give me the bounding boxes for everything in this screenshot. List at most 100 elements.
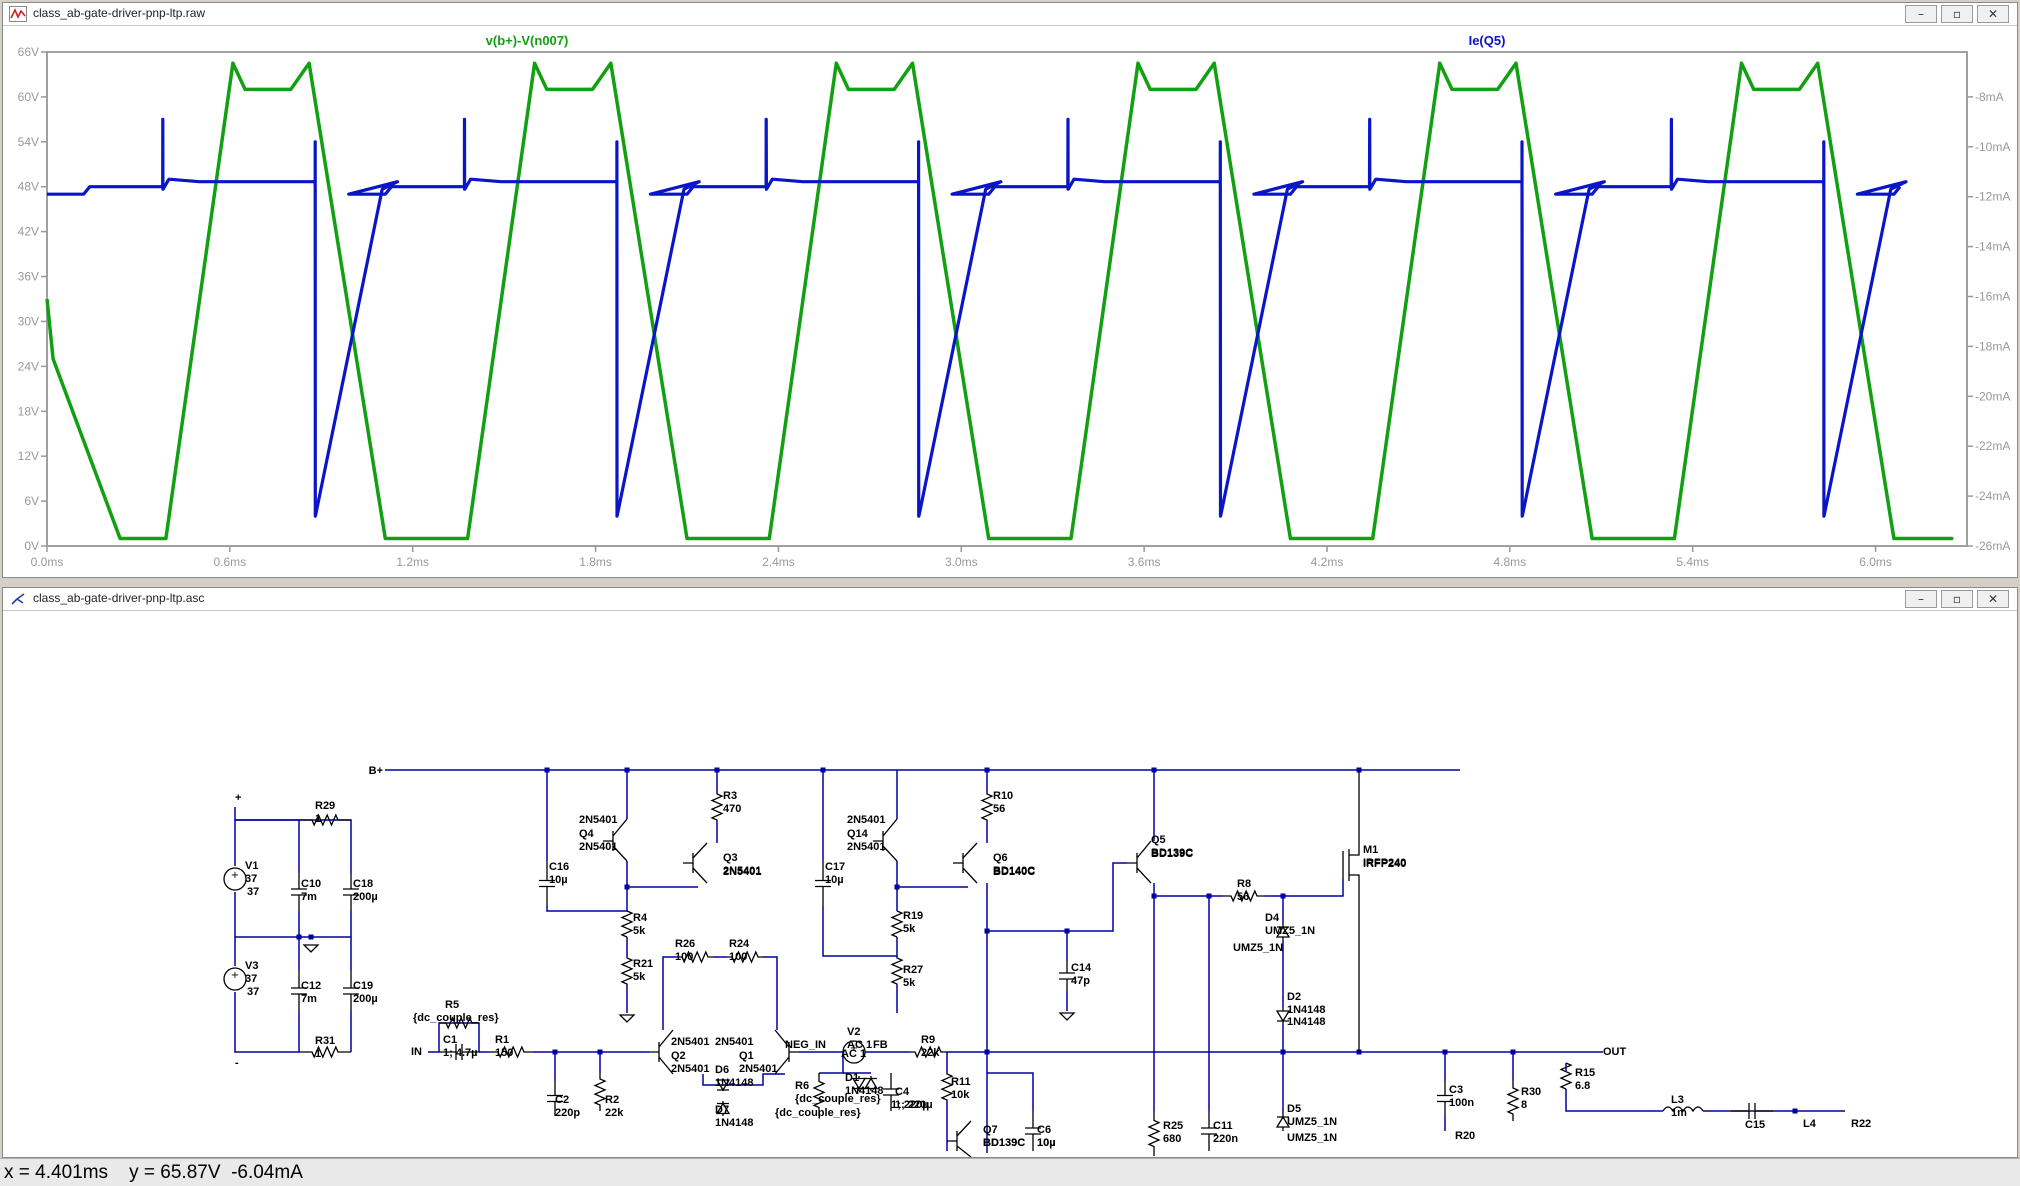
- schematic-close-button[interactable]: ✕: [1977, 590, 2009, 608]
- capacitor-symbol[interactable]: [343, 873, 359, 911]
- transistor-symbol[interactable]: [683, 842, 708, 884]
- resistor-symbol[interactable]: [489, 1045, 533, 1059]
- transistor-symbol[interactable]: [953, 842, 978, 884]
- resistor-symbol[interactable]: [299, 1045, 351, 1059]
- capacitor-symbol[interactable]: [439, 1044, 479, 1060]
- mosfet-symbol[interactable]: [1342, 770, 1360, 1052]
- ground-icon: [618, 1014, 636, 1023]
- value-c18: 200µ: [353, 891, 378, 903]
- cursor-readout: x = 4.401ms y = 65.87V -6.04mA: [4, 1162, 303, 1183]
- x-tick-label: 1.8ms: [579, 555, 612, 569]
- junction: [1442, 1049, 1448, 1055]
- value-c6: 10µ: [1037, 1137, 1056, 1149]
- value-q3-dup: 2N5401: [723, 866, 762, 878]
- value-d7: 1N4148: [715, 1117, 754, 1129]
- resistor-symbol[interactable]: [620, 910, 634, 938]
- capacitor-symbol[interactable]: [291, 873, 307, 911]
- x-tick-label: 4.2ms: [1311, 555, 1344, 569]
- resistor-symbol[interactable]: [1559, 1062, 1573, 1090]
- resistor-symbol[interactable]: [890, 957, 904, 985]
- value-c4: 1; 220µ: [895, 1099, 933, 1111]
- diode-symbol[interactable]: [1275, 1113, 1291, 1131]
- resistor-symbol[interactable]: [940, 1073, 954, 1101]
- capacitor-symbol[interactable]: [547, 1081, 563, 1116]
- transistor-symbol[interactable]: [1127, 840, 1152, 884]
- resistor-symbol[interactable]: [909, 1045, 947, 1059]
- value-r24: 100: [729, 951, 747, 963]
- right-tick-label: -16mA: [1975, 290, 2010, 304]
- capacitor-symbol[interactable]: [539, 861, 555, 906]
- transistor-symbol[interactable]: [603, 818, 628, 862]
- resistor-symbol[interactable]: [812, 1073, 826, 1116]
- diode-symbol[interactable]: [715, 1079, 731, 1092]
- diode-symbol[interactable]: [1275, 1007, 1291, 1025]
- diode-symbol[interactable]: [851, 1076, 867, 1091]
- resistor-symbol[interactable]: [593, 1073, 607, 1111]
- value-d4-dup: UMZ5_1N: [1233, 942, 1283, 954]
- resistor-symbol[interactable]: [677, 950, 713, 964]
- waveform-close-button[interactable]: ✕: [1977, 5, 2009, 23]
- voltage-source-symbol[interactable]: [223, 967, 247, 991]
- ref-q6: Q6: [993, 852, 1008, 864]
- capacitor-symbol[interactable]: [291, 971, 307, 1011]
- ref-q5: Q5: [1151, 834, 1166, 846]
- voltage-source-symbol[interactable]: [842, 1040, 866, 1064]
- plus-icon: +: [231, 870, 239, 881]
- resistor-symbol[interactable]: [980, 793, 994, 821]
- transistor-symbol[interactable]: [649, 1029, 674, 1075]
- capacitor-symbol[interactable]: [883, 1073, 899, 1111]
- capacitor-symbol[interactable]: [1731, 1103, 1773, 1119]
- capacitor-symbol[interactable]: [343, 971, 359, 1011]
- series-label-voltage[interactable]: v(b+)-V(n007): [486, 33, 569, 48]
- transistor-symbol[interactable]: [947, 1120, 972, 1157]
- resistor-symbol[interactable]: [710, 793, 724, 821]
- capacitor-symbol[interactable]: [1025, 1111, 1041, 1151]
- capacitor-symbol[interactable]: [1059, 961, 1075, 991]
- resistor-symbol[interactable]: [1147, 1111, 1161, 1156]
- ref-c19: C19: [353, 980, 373, 992]
- value-c4: 1; 220µ: [891, 1099, 929, 1111]
- resistor-symbol[interactable]: [620, 957, 634, 985]
- resistor-symbol[interactable]: [890, 910, 904, 938]
- transistor-symbol[interactable]: [873, 818, 898, 862]
- waveform-minimize-button[interactable]: –: [1905, 5, 1937, 23]
- waveform-window[interactable]: class_ab-gate-driver-pnp-ltp.raw – ▫ ✕ v…: [2, 2, 2018, 578]
- series-label-current[interactable]: Ie(Q5): [1469, 33, 1506, 48]
- transistor-symbol[interactable]: [774, 1029, 799, 1075]
- resistor-symbol[interactable]: [439, 1016, 479, 1030]
- junction: [984, 1049, 990, 1055]
- schematic-restore-button[interactable]: ▫: [1941, 590, 1973, 608]
- ref-d6: D6: [715, 1064, 729, 1076]
- resistor-symbol[interactable]: [299, 813, 351, 827]
- resistor-symbol[interactable]: [727, 950, 763, 964]
- inductor-symbol[interactable]: [1662, 1106, 1704, 1113]
- ref-r29: R29: [315, 800, 335, 812]
- waveform-plot[interactable]: v(b+)-V(n007) Ie(Q5) 0V6V12V18V24V30V36V…: [3, 26, 2017, 577]
- schematic-minimize-button[interactable]: –: [1905, 590, 1937, 608]
- ref-r25: R25: [1163, 1120, 1183, 1132]
- diode-symbol[interactable]: [1275, 923, 1291, 941]
- value-d2-dup: 1N4148: [1287, 1016, 1326, 1028]
- capacitor-symbol[interactable]: [1201, 1111, 1217, 1151]
- value-d1: 1N4148: [845, 1085, 884, 1097]
- voltage-source-symbol[interactable]: [223, 867, 247, 891]
- value-q14-dup: 2N5401: [847, 814, 886, 826]
- right-tick-label: -26mA: [1975, 539, 2010, 553]
- schematic-window[interactable]: class_ab-gate-driver-pnp-ltp.asc – ▫ ✕ +…: [2, 587, 2018, 1158]
- x-tick-label: 1.2ms: [396, 555, 429, 569]
- diode-symbol[interactable]: [715, 1101, 731, 1116]
- schematic-titlebar[interactable]: class_ab-gate-driver-pnp-ltp.asc – ▫ ✕: [3, 588, 2017, 611]
- value-c19: 200µ: [353, 993, 378, 1005]
- waveform-titlebar[interactable]: class_ab-gate-driver-pnp-ltp.raw – ▫ ✕: [3, 3, 2017, 26]
- schematic-parts: +++: [223, 770, 1773, 1157]
- diode-symbol[interactable]: [863, 1076, 879, 1091]
- plot-area[interactable]: [46, 51, 1968, 547]
- capacitor-symbol[interactable]: [815, 861, 831, 906]
- waveform-restore-button[interactable]: ▫: [1941, 5, 1973, 23]
- right-tick-label: -18mA: [1975, 339, 2010, 353]
- resistor-symbol[interactable]: [1506, 1081, 1520, 1121]
- value-r4: 5k: [633, 925, 646, 937]
- resistor-symbol[interactable]: [1223, 889, 1265, 903]
- capacitor-symbol[interactable]: [1437, 1081, 1453, 1116]
